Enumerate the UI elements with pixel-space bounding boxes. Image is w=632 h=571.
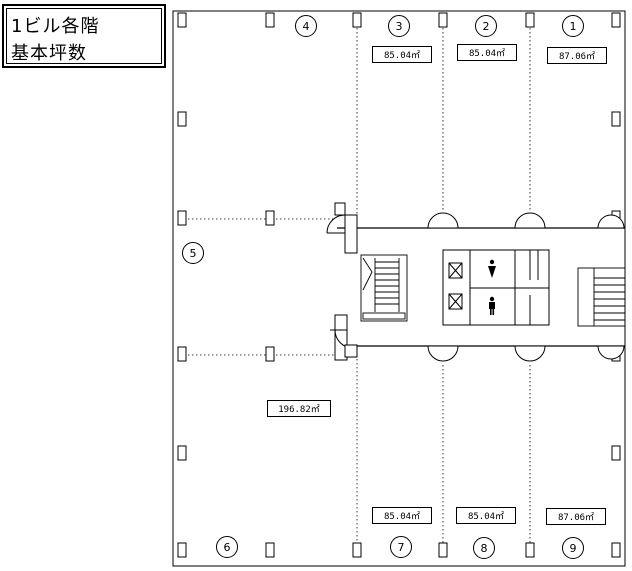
corridor-column-bumps <box>427 212 625 362</box>
unit-number-2: 2 <box>475 15 497 37</box>
staircase-left <box>360 254 408 322</box>
unit-number-8: 8 <box>473 537 495 559</box>
unit-number-4: 4 <box>295 15 317 37</box>
area-label-unit-1: 87.06㎡ <box>547 47 607 64</box>
unit-number-9: 9 <box>562 537 584 559</box>
restroom-icons <box>488 259 496 315</box>
unit-number-6: 6 <box>216 536 238 558</box>
unit-number-3: 3 <box>388 15 410 37</box>
staircase-right <box>577 267 626 327</box>
elevator-core <box>442 249 550 326</box>
area-label-unit-7: 85.04㎡ <box>372 507 432 524</box>
corridor-walls <box>337 227 625 347</box>
title-box: 1ビル各階 基本坪数 <box>2 4 166 68</box>
partition-lines <box>188 24 531 545</box>
entrance-doors <box>326 202 358 361</box>
area-label-unit-2: 85.04㎡ <box>457 44 517 61</box>
area-label-unit-6: 196.82㎡ <box>267 400 331 417</box>
unit-number-1: 1 <box>562 15 584 37</box>
area-label-unit-3: 85.04㎡ <box>372 46 432 63</box>
unit-number-7: 7 <box>390 536 412 558</box>
area-label-unit-8: 85.04㎡ <box>456 507 516 524</box>
area-label-unit-9: 87.06㎡ <box>546 508 606 525</box>
unit-number-5: 5 <box>182 242 204 264</box>
